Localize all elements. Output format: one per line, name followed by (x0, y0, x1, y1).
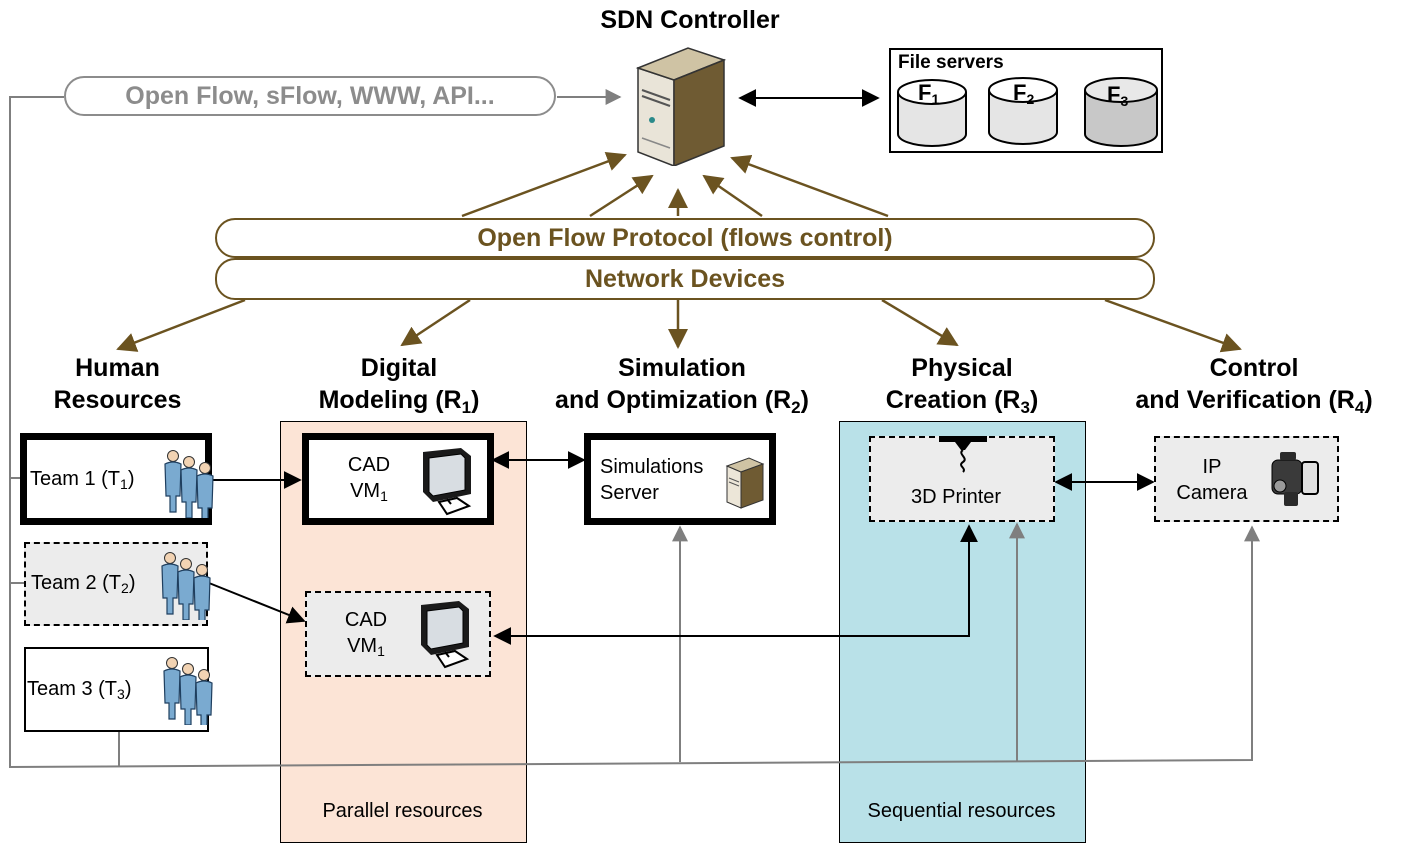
team-2-label: Team 2 (T2) (31, 572, 136, 596)
ip-camera-box[interactable]: IP Camera (1154, 436, 1339, 522)
disk-f1-label: F1 (918, 80, 940, 107)
ip-camera-label: IP Camera (1176, 456, 1248, 504)
heading-control-verification: Control and Verification (R4) (1135, 354, 1373, 417)
openflow-protocol-band: Open Flow Protocol (flows control) (215, 218, 1155, 258)
disk-cylinder-icon (1084, 77, 1158, 147)
server-tower-icon (630, 38, 728, 171)
disk-f3[interactable] (1083, 76, 1159, 155)
team-1-box[interactable]: Team 1 (T1) (20, 433, 214, 525)
heading-physical-creation: Physical Creation (R3) (885, 354, 1039, 417)
data-flow-arrows (208, 89, 1155, 645)
controller-title: SDN Controller (600, 6, 780, 34)
flows-control-arrows (116, 151, 1242, 353)
heading-digital-modeling: Digital Modeling (R1) (318, 354, 480, 417)
disk-f2-label: F2 (1013, 80, 1035, 107)
simulations-server-label: Simulations Server (600, 456, 704, 504)
parallel-resources-label: Parallel resources (322, 800, 483, 822)
team-3-box[interactable]: Team 3 (T3) (24, 647, 213, 732)
video-camera-icon (1266, 448, 1322, 515)
team-3-label: Team 3 (T3) (27, 678, 132, 702)
disk-f2[interactable] (987, 76, 1059, 153)
disk-cylinder-icon (897, 79, 967, 147)
small-server-icon (723, 452, 767, 515)
simulations-server-box[interactable]: Simulations Server (584, 433, 776, 525)
team-1-label: Team 1 (T1) (30, 468, 135, 492)
cad-vm-label: CAD VM1 (347, 454, 391, 504)
3d-printer-label: 3D Printer (911, 486, 1002, 508)
monitor-icon (415, 599, 479, 674)
network-devices-band: Network Devices (215, 258, 1155, 300)
cad-vm-label: CAD VM1 (344, 609, 388, 659)
cad-vm-box-waiting[interactable]: CAD VM1 (305, 591, 491, 677)
cad-vm-box-active[interactable]: CAD VM1 (302, 433, 494, 525)
team-2-box[interactable]: Team 2 (T2) (24, 542, 211, 627)
3d-printer-box[interactable]: 3D Printer (869, 436, 1055, 522)
file-servers-title: File servers (898, 52, 1004, 73)
3d-printer-nozzle-icon (933, 434, 993, 481)
disk-f1[interactable] (896, 78, 968, 155)
sequential-resources-label: Sequential resources (867, 800, 1056, 822)
disk-cylinder-icon (988, 77, 1058, 145)
monitor-icon (417, 446, 481, 521)
heading-simulation: Simulation and Optimization (R2) (555, 354, 809, 417)
people-group-icon (162, 653, 228, 732)
people-group-icon (160, 548, 226, 627)
protocols-pill: Open Flow, sFlow, WWW, API... (64, 76, 556, 116)
people-group-icon (163, 446, 229, 525)
disk-f3-label: F3 (1107, 82, 1129, 109)
protocols-text: Open Flow, sFlow, WWW, API... (125, 82, 495, 110)
